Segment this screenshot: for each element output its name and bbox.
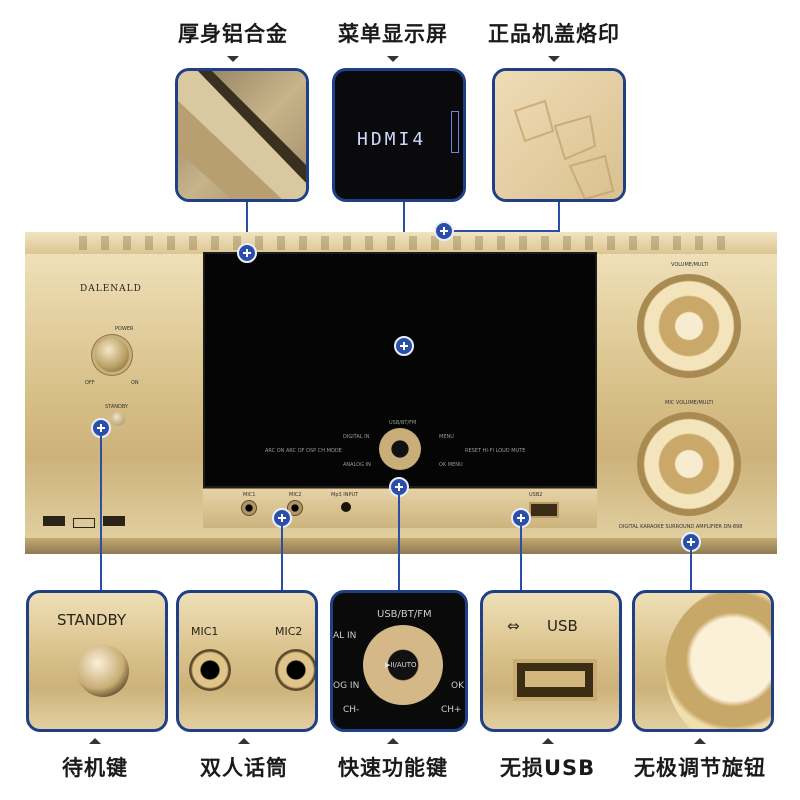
plus-marker-imprint[interactable] <box>434 221 454 241</box>
closeup-usb-label: USB <box>547 617 578 635</box>
volume-label: VOLUME/MULTI <box>671 262 709 268</box>
mic1-label: MIC1 <box>243 492 256 498</box>
closeup-ch-minus-label: CH- <box>343 705 360 715</box>
thumb-aluminum-edge <box>175 68 309 202</box>
up-arrow-icon <box>238 738 250 744</box>
mic2-jack[interactable] <box>287 500 303 516</box>
closeup-knob <box>665 593 771 729</box>
closeup-usb-port <box>513 659 597 701</box>
display-bar <box>451 111 459 153</box>
left-function-row: ARC ON ARC OF DSP CH MODE <box>265 448 342 454</box>
label-standby: 待机键 <box>62 738 128 782</box>
quick-keys-ring[interactable] <box>379 428 421 470</box>
digital-in-label: DIGITAL IN <box>343 434 370 440</box>
top-vent-strip <box>25 232 777 254</box>
down-arrow-icon <box>387 56 399 62</box>
standby-button[interactable] <box>111 412 125 426</box>
closeup-ok-label: OK <box>451 681 464 691</box>
mp3-input-label: Mp3 INPUT <box>331 492 359 498</box>
connector-line <box>100 436 102 592</box>
label-dual-mic: 双人话筒 <box>200 738 288 782</box>
connector-line <box>444 230 560 232</box>
usb-bt-fm-label: USB/BT/FM <box>389 420 417 426</box>
connector-line <box>520 526 522 592</box>
power-knob[interactable] <box>95 338 129 372</box>
mic2-label: MIC2 <box>289 492 302 498</box>
connector-line <box>398 495 400 592</box>
mic1-jack[interactable] <box>241 500 257 516</box>
volume-knob[interactable] <box>637 274 741 378</box>
display-window: ARC ON ARC OF DSP CH MODE RESET HI-FI LO… <box>203 252 597 488</box>
thumb-usb: ⇔ USB <box>480 590 622 732</box>
closeup-mic1-jack <box>189 649 231 691</box>
closeup-usb-bt-fm-label: USB/BT/FM <box>377 609 432 620</box>
connector-line <box>558 202 560 232</box>
usb-panel-label: USB2 <box>529 492 543 498</box>
analog-in-label: ANALOG IN <box>343 462 371 468</box>
up-arrow-icon <box>541 738 554 744</box>
thumb-standby: STANDBY <box>26 590 168 732</box>
label-quick-keys: 快速功能键 <box>338 738 448 782</box>
thumb-knob <box>632 590 774 732</box>
badge-dts <box>73 518 95 528</box>
brand-logo: DALENALD <box>80 284 142 294</box>
usb-port[interactable] <box>529 502 559 518</box>
badge-dolby <box>43 516 65 526</box>
usb-symbol-icon: ⇔ <box>507 617 520 635</box>
plus-marker-standby[interactable] <box>91 418 111 438</box>
power-label: POWER <box>115 326 134 332</box>
label-stepless-knob: 无极调节旋钮 <box>634 738 766 782</box>
imprint-image <box>495 71 623 199</box>
power-on-label: ON <box>131 380 139 386</box>
up-arrow-icon <box>89 738 101 744</box>
mic-volume-label: MIC VOLUME/MULTI <box>665 400 714 406</box>
closeup-og-in-label: OG IN <box>333 681 360 691</box>
aluminum-edge-image <box>178 71 306 199</box>
mic-volume-knob[interactable] <box>637 412 741 516</box>
down-arrow-icon <box>227 56 239 62</box>
base <box>25 538 777 554</box>
up-arrow-icon <box>387 738 399 744</box>
plus-marker-aluminum[interactable] <box>237 243 257 263</box>
display-readout: HDMI4 <box>357 129 427 150</box>
thumb-cover-imprint <box>492 68 626 202</box>
closeup-al-in-label: AL IN <box>333 631 357 641</box>
closeup-standby-label: STANDBY <box>57 611 127 629</box>
closeup-mic2-label: MIC2 <box>275 625 303 638</box>
model-label: DIGITAL KARAOKE SURROUND AMPLIFIER DN-89… <box>619 524 743 530</box>
thumb-menu-display: HDMI4 <box>332 68 466 202</box>
ok-menu-label: OK MENU <box>439 462 463 468</box>
power-off-label: OFF <box>85 380 95 386</box>
connector-line <box>246 202 248 252</box>
label-lossless-usb: 无损USB <box>500 738 595 782</box>
badge-dsp <box>103 516 125 526</box>
closeup-standby-button <box>77 645 129 697</box>
amplifier-body: DALENALD POWER OFF ON STANDBY ARC ON ARC… <box>25 232 777 554</box>
plus-marker-display[interactable] <box>394 336 414 356</box>
closeup-auto-label: ▶II/AUTO <box>385 661 417 669</box>
thumb-mic: MIC1 MIC2 <box>176 590 318 732</box>
closeup-mic2-jack <box>275 649 315 691</box>
right-function-row: RESET HI-FI LOUD MUTE <box>465 448 526 454</box>
up-arrow-icon <box>694 738 706 744</box>
plus-marker-knob[interactable] <box>681 532 701 552</box>
plus-marker-usb[interactable] <box>511 508 531 528</box>
connector-line <box>281 526 283 592</box>
connector-line <box>690 550 692 592</box>
mp3-jack[interactable] <box>341 502 351 512</box>
label-menu-display: 菜单显示屏 <box>338 18 448 62</box>
closeup-ch-plus-label: CH+ <box>441 705 462 715</box>
closeup-key-ring <box>363 625 443 705</box>
label-aluminum: 厚身铝合金 <box>178 18 288 62</box>
plus-marker-mic[interactable] <box>272 508 292 528</box>
standby-label: STANDBY <box>105 404 129 410</box>
thumb-quick-keys: USB/BT/FM AL IN OG IN OK CH- CH+ ▶II/AUT… <box>330 590 468 732</box>
down-arrow-icon <box>548 56 560 62</box>
closeup-mic1-label: MIC1 <box>191 625 219 638</box>
plus-marker-quick-keys[interactable] <box>389 477 409 497</box>
menu-label: MENU <box>439 434 454 440</box>
label-cover-imprint: 正品机盖烙印 <box>488 18 620 62</box>
